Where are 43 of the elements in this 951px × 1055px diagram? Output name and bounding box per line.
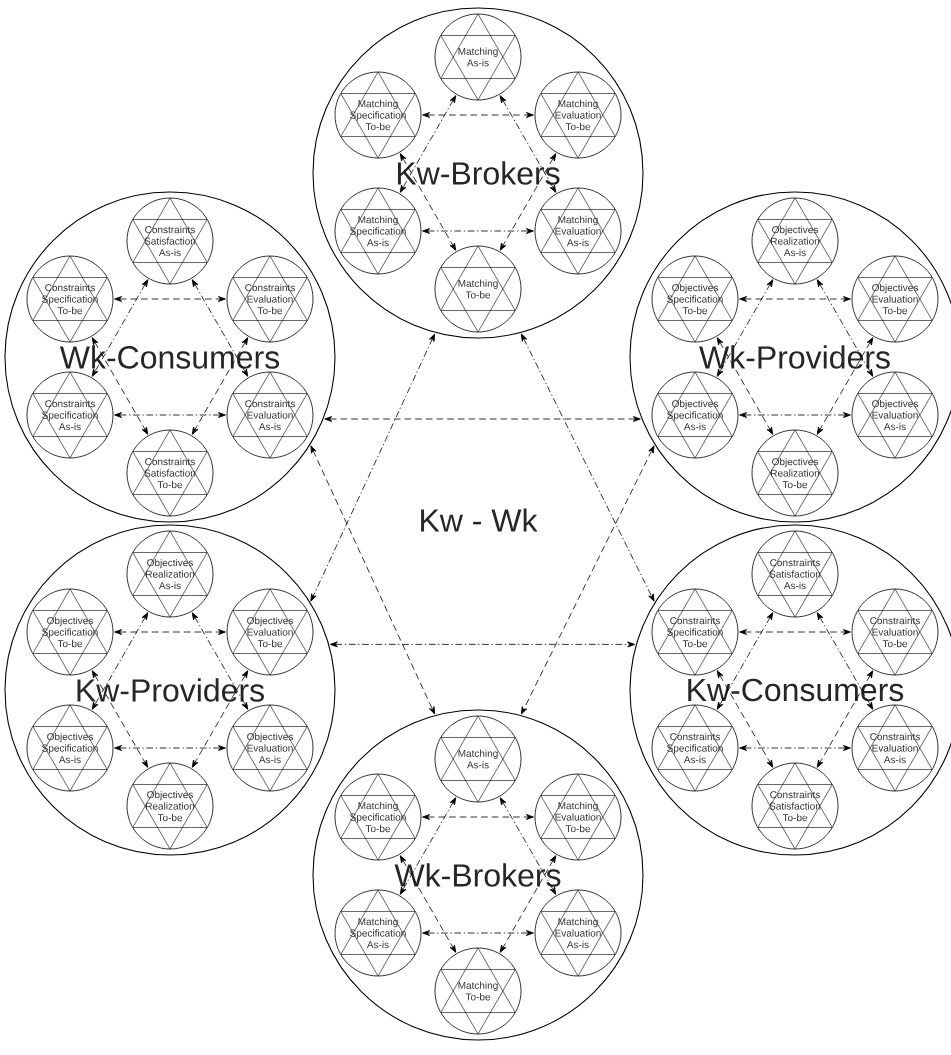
double-arrow bbox=[191, 670, 249, 768]
double-arrow bbox=[499, 153, 557, 251]
double-arrow bbox=[91, 337, 149, 435]
double-arrow bbox=[191, 337, 249, 435]
double-arrow bbox=[114, 296, 226, 302]
double-arrow bbox=[191, 279, 249, 377]
double-arrow bbox=[324, 416, 641, 422]
double-arrow bbox=[716, 612, 774, 710]
double-arrow bbox=[422, 228, 534, 234]
double-arrow bbox=[739, 412, 851, 418]
double-arrow bbox=[499, 797, 557, 895]
double-arrow bbox=[191, 612, 249, 710]
double-arrow bbox=[399, 855, 457, 953]
double-arrow bbox=[91, 670, 149, 768]
double-arrow bbox=[816, 670, 874, 768]
double-arrow bbox=[329, 641, 636, 648]
double-arrow bbox=[91, 279, 149, 377]
double-arrow bbox=[422, 930, 534, 936]
center-title: Kw - Wk bbox=[421, 508, 538, 532]
double-arrow bbox=[422, 112, 534, 118]
double-arrow bbox=[816, 612, 874, 710]
double-arrow bbox=[114, 629, 226, 635]
double-arrow bbox=[716, 337, 774, 435]
double-arrow bbox=[114, 412, 226, 418]
double-arrow bbox=[399, 95, 457, 193]
double-arrow bbox=[422, 814, 534, 820]
double-arrow bbox=[739, 629, 851, 635]
double-arrow bbox=[310, 445, 436, 715]
double-arrow bbox=[399, 153, 457, 251]
double-arrow bbox=[114, 745, 226, 751]
double-arrow bbox=[716, 670, 774, 768]
double-arrow bbox=[499, 95, 557, 193]
double-arrow bbox=[399, 797, 457, 895]
double-arrow bbox=[739, 296, 851, 302]
double-arrow bbox=[739, 745, 851, 751]
double-arrow bbox=[816, 337, 874, 435]
double-arrow bbox=[91, 612, 149, 710]
double-arrow bbox=[499, 855, 557, 953]
double-arrow bbox=[816, 279, 874, 377]
double-arrow bbox=[716, 279, 774, 377]
double-arrow bbox=[520, 333, 655, 602]
double-arrow bbox=[520, 445, 655, 715]
double-arrow bbox=[310, 333, 436, 602]
